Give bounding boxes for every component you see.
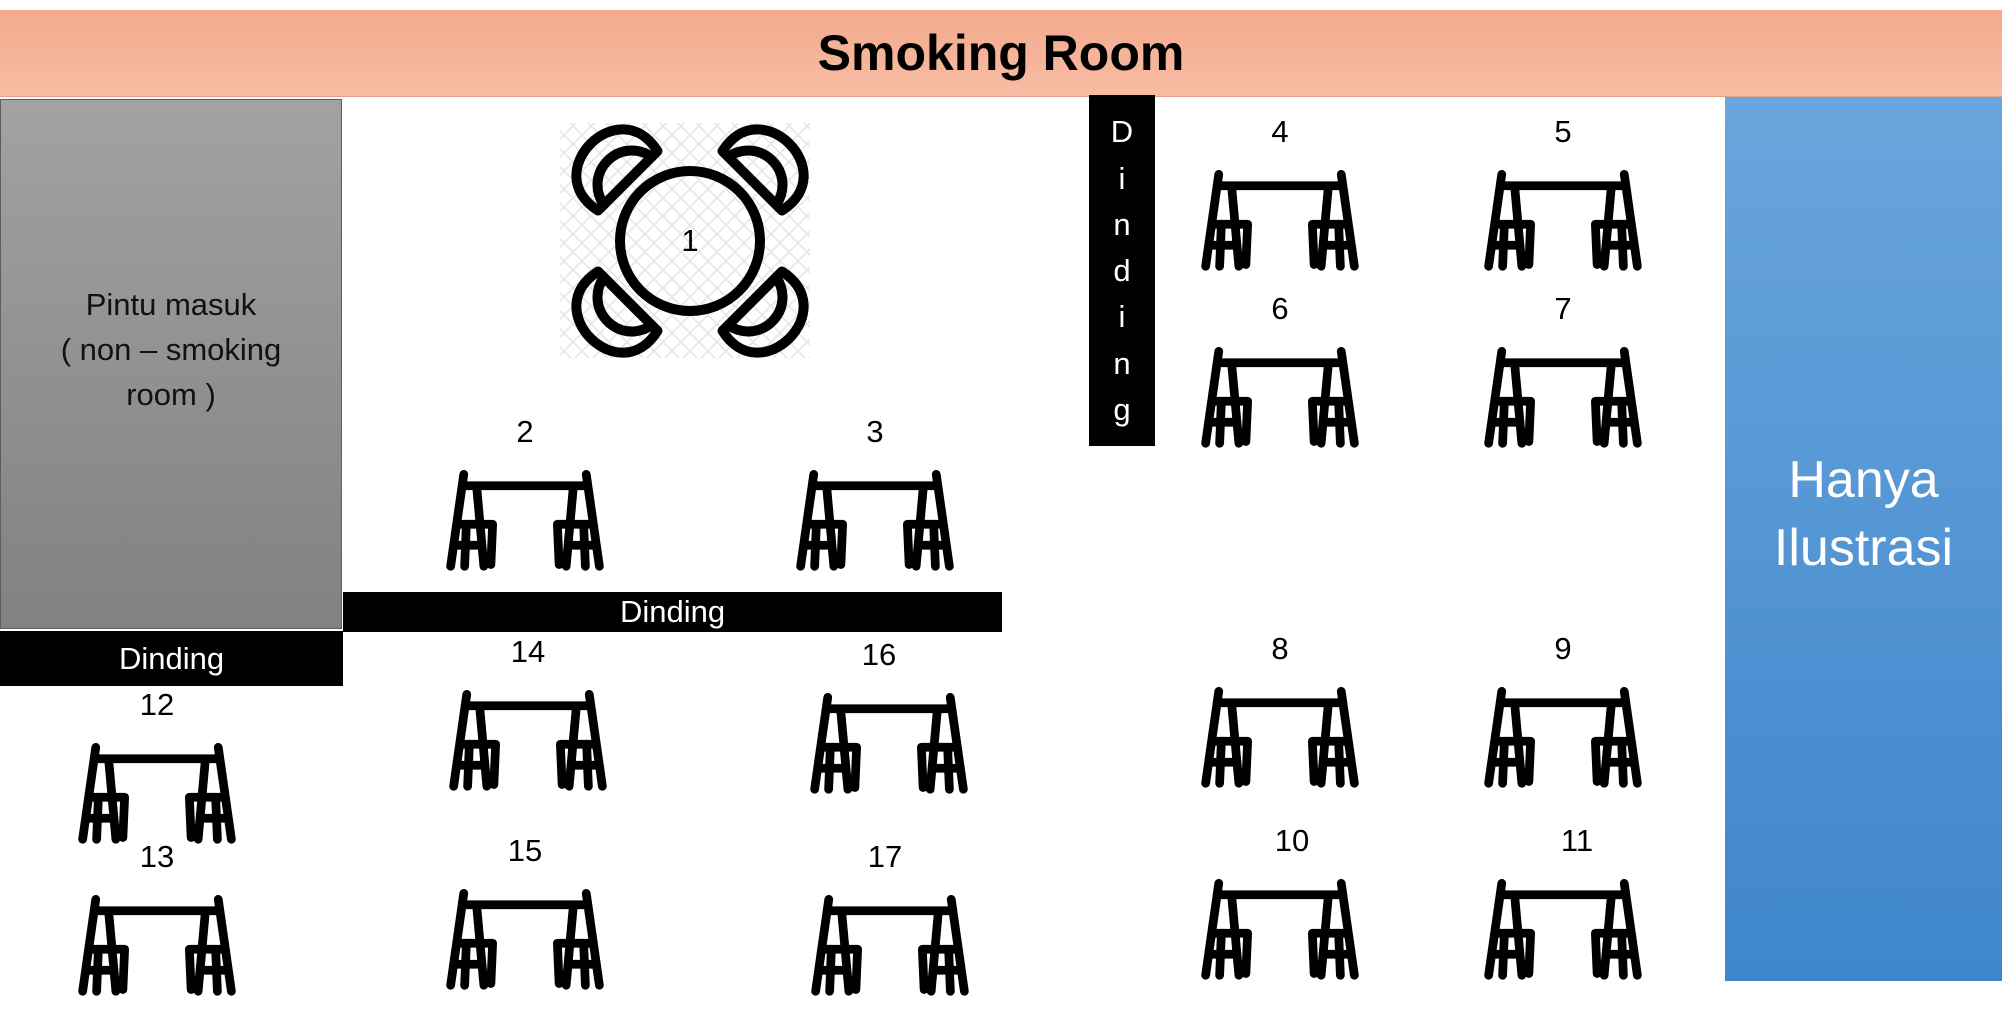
table-number: 5 <box>1554 114 1572 149</box>
illustration-label-line-1: Hanya <box>1788 451 1939 509</box>
wall-vertical-letter: n <box>1113 206 1131 242</box>
table-number: 8 <box>1271 631 1289 666</box>
wall-middle-label: Dinding <box>619 594 726 629</box>
table-11[interactable]: 11 <box>1482 824 1672 984</box>
table-number: 7 <box>1554 291 1572 326</box>
table-8[interactable]: 8 <box>1185 632 1375 792</box>
entrance-label-line-3: room ) <box>126 376 216 412</box>
table-number: 10 <box>1274 823 1310 858</box>
round-table-1[interactable]: 1 <box>555 108 825 373</box>
table-3[interactable]: 3 <box>780 415 970 575</box>
wall-vertical-letter: i <box>1118 160 1126 196</box>
illustration-panel: Hanya Ilustrasi <box>1725 97 2002 981</box>
table-17[interactable]: 17 <box>790 840 980 1000</box>
table-6[interactable]: 6 <box>1185 292 1375 452</box>
round-table-number: 1 <box>681 223 699 258</box>
table-13[interactable]: 13 <box>62 840 252 1000</box>
table-5[interactable]: 5 <box>1468 115 1658 275</box>
wall-left: Dinding <box>0 631 343 686</box>
wall-vertical-letter: D <box>1110 114 1134 150</box>
table-number: 16 <box>861 637 897 672</box>
table-15[interactable]: 15 <box>430 834 620 994</box>
table-number: 12 <box>139 687 175 722</box>
wall-middle: Dinding <box>343 592 1002 632</box>
illustration-label-line-2: Ilustrasi <box>1773 519 1954 577</box>
table-16[interactable]: 16 <box>784 638 974 798</box>
table-number: 15 <box>507 833 543 868</box>
wall-vertical-letter: g <box>1113 391 1131 427</box>
entrance-label-line-1: Pintu masuk <box>85 286 257 322</box>
round-table-icon <box>560 123 810 358</box>
table-number: 3 <box>866 414 884 449</box>
table-14[interactable]: 14 <box>433 635 623 795</box>
wall-left-label: Dinding <box>118 640 225 676</box>
table-10[interactable]: 10 <box>1197 824 1387 984</box>
table-7[interactable]: 7 <box>1468 292 1658 452</box>
table-number: 9 <box>1554 631 1572 666</box>
room-header: Smoking Room <box>0 10 2002 97</box>
table-number: 6 <box>1271 291 1289 326</box>
room-title: Smoking Room <box>817 25 1185 81</box>
entrance-label-line-2: ( non – smoking <box>60 331 282 367</box>
table-number: 13 <box>139 839 175 874</box>
table-number: 4 <box>1271 114 1289 149</box>
table-number: 11 <box>1560 823 1594 858</box>
wall-vertical-letter: d <box>1113 253 1131 288</box>
table-number: 14 <box>510 634 546 669</box>
table-2[interactable]: 2 <box>430 415 620 575</box>
table-4[interactable]: 4 <box>1185 115 1375 275</box>
wall-vertical-letter: n <box>1113 345 1131 381</box>
table-12[interactable]: 12 <box>62 688 252 848</box>
table-number: 17 <box>867 839 903 874</box>
table-9[interactable]: 9 <box>1468 632 1658 792</box>
wall-vertical-letter: i <box>1118 299 1126 335</box>
table-number: 2 <box>516 414 534 449</box>
entrance-area: Pintu masuk ( non – smoking room ) <box>0 99 342 629</box>
